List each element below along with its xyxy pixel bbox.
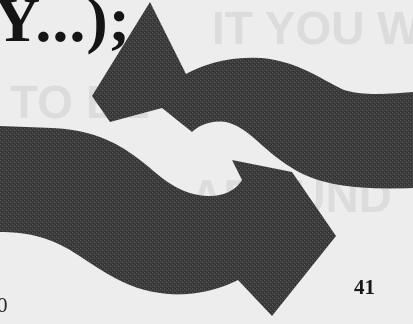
page-number-right: 41 — [354, 277, 375, 298]
page-number-left: 0 — [0, 295, 8, 316]
